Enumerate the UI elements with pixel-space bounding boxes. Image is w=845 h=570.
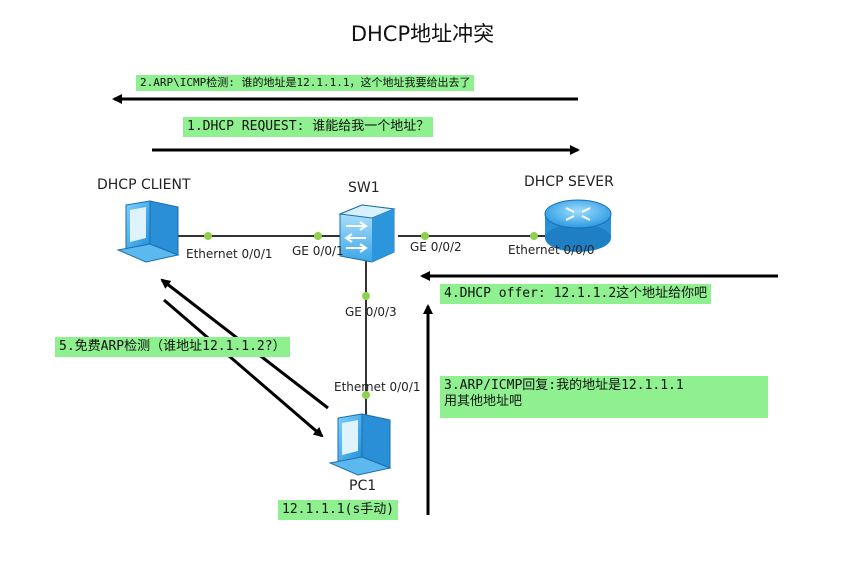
diagram-title: DHCP地址冲突 xyxy=(350,22,495,46)
router-icon xyxy=(544,199,612,252)
port-dot-sw-ge3 xyxy=(362,292,370,300)
server-port-label: Ethernet 0/0/0 xyxy=(508,243,595,257)
sw-ge3-label: GE 0/0/3 xyxy=(345,305,397,319)
port-dot-sw-ge2 xyxy=(421,232,429,240)
message-3-arp-icmp-reply: 3.ARP/ICMP回复:我的地址是12.1.1.1 用其他地址吧 xyxy=(440,376,768,418)
message-1-dhcp-request: 1.DHCP REQUEST: 谁能给我一个地址？ xyxy=(183,117,434,138)
switch-icon xyxy=(338,204,396,263)
sw-ge2-label: GE 0/0/2 xyxy=(410,240,462,254)
pc1-label: PC1 xyxy=(349,478,377,494)
arrow-msg5 xyxy=(163,298,324,438)
client-pc-icon xyxy=(116,200,180,263)
message-3-line2: 用其他地址吧 xyxy=(444,394,523,410)
pc1-address-label: 12.1.1.1(s手动) xyxy=(278,500,399,521)
message-5-gratuitous-arp: 5.免费ARP检测（谁地址12.1.1.2?） xyxy=(55,337,290,358)
pc1-icon xyxy=(328,413,392,476)
message-2-arp-icmp-check: 2.ARP\ICMP检测: 谁的地址是12.1.1.1，这个地址我要给出去了 xyxy=(136,75,475,91)
port-dot-server xyxy=(530,232,538,240)
port-dot-sw-ge1 xyxy=(314,232,322,240)
port-dot-client xyxy=(204,232,212,240)
message-4-dhcp-offer: 4.DHCP offer: 12.1.1.2这个地址给你吧 xyxy=(440,284,712,305)
server-label: DHCP SEVER xyxy=(524,174,614,190)
pc1-port-label: Ethernet 0/0/1 xyxy=(334,380,421,394)
client-port-label: Ethernet 0/0/1 xyxy=(186,247,273,261)
client-label: DHCP CLIENT xyxy=(97,177,191,193)
sw-ge1-label: GE 0/0/1 xyxy=(292,244,344,258)
message-3-line1: 3.ARP/ICMP回复:我的地址是12.1.1.1 xyxy=(444,378,684,393)
port-dot-pc1 xyxy=(362,391,370,399)
switch-label: SW1 xyxy=(348,180,380,196)
